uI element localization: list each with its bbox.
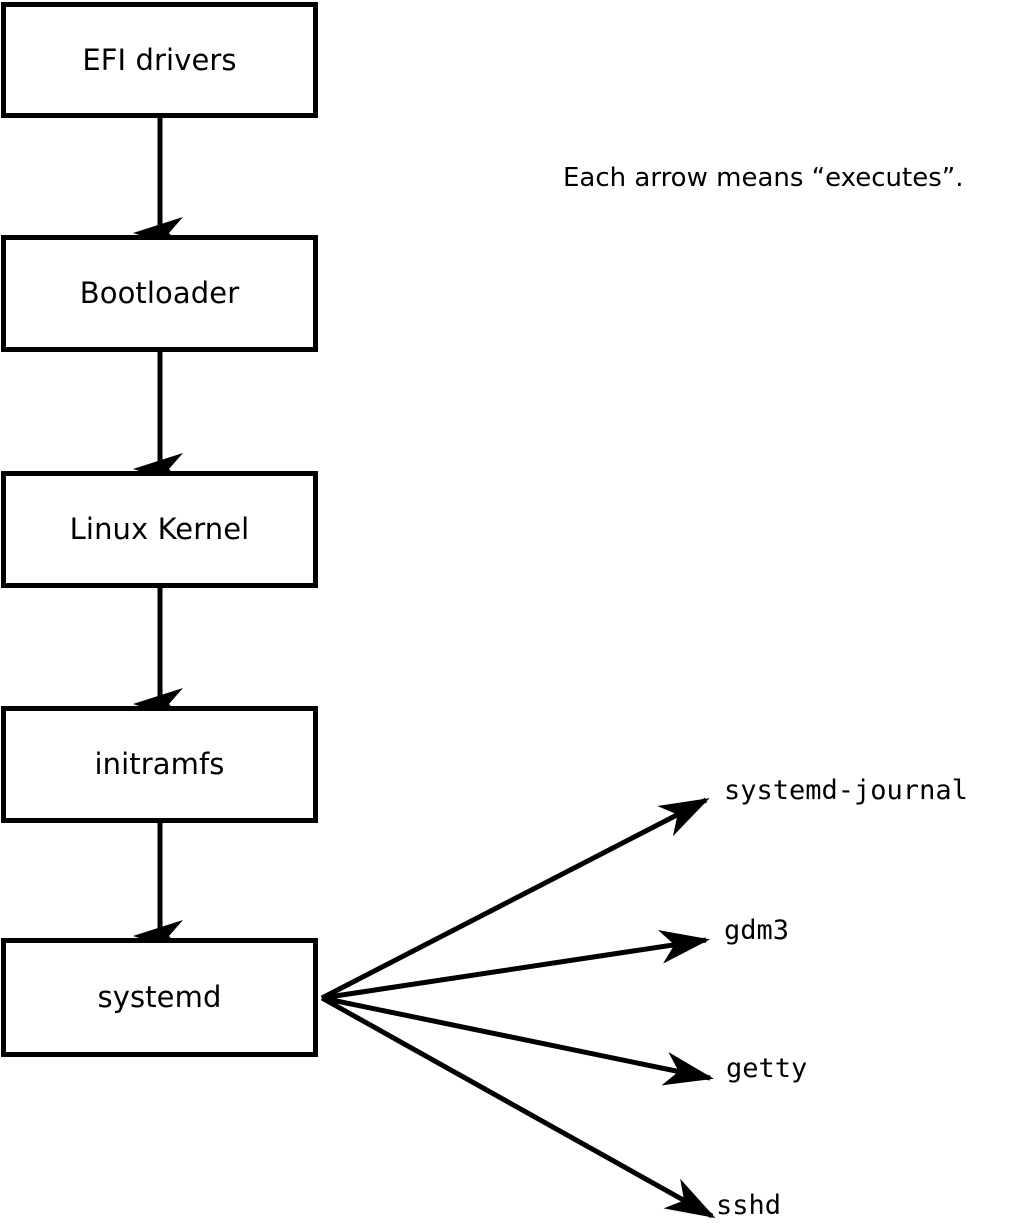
fan-arrow-systemd-to-systemd-journal [320,797,710,1001]
process-box-label: systemd [97,980,222,1014]
process-box-label: Bootloader [79,276,240,310]
process-box-efi-drivers[interactable]: EFI drivers [1,2,318,118]
service-label-systemd-journal[interactable]: systemd-journal [724,775,968,806]
process-box-label: initramfs [94,747,225,781]
process-box-label: EFI drivers [82,42,237,77]
legend-annotation: Each arrow means “executes”. [563,163,964,193]
process-box-label: Linux Kernel [69,512,250,546]
process-box-bootloader[interactable]: Bootloader [1,235,318,352]
fan-arrow-systemd-to-gdm3 [321,930,710,1001]
process-box-initramfs[interactable]: initramfs [1,706,318,823]
service-label-sshd[interactable]: sshd [716,1190,782,1221]
service-label-getty[interactable]: getty [726,1053,808,1084]
process-box-systemd[interactable]: systemd [1,938,318,1057]
fan-arrow-systemd-to-sshd [320,995,716,1219]
process-box-linux-kernel[interactable]: Linux Kernel [1,471,318,588]
fan-arrow-systemd-to-getty [321,995,714,1086]
service-label-gdm3[interactable]: gdm3 [724,915,790,946]
fan-arrow-group [320,797,716,1219]
